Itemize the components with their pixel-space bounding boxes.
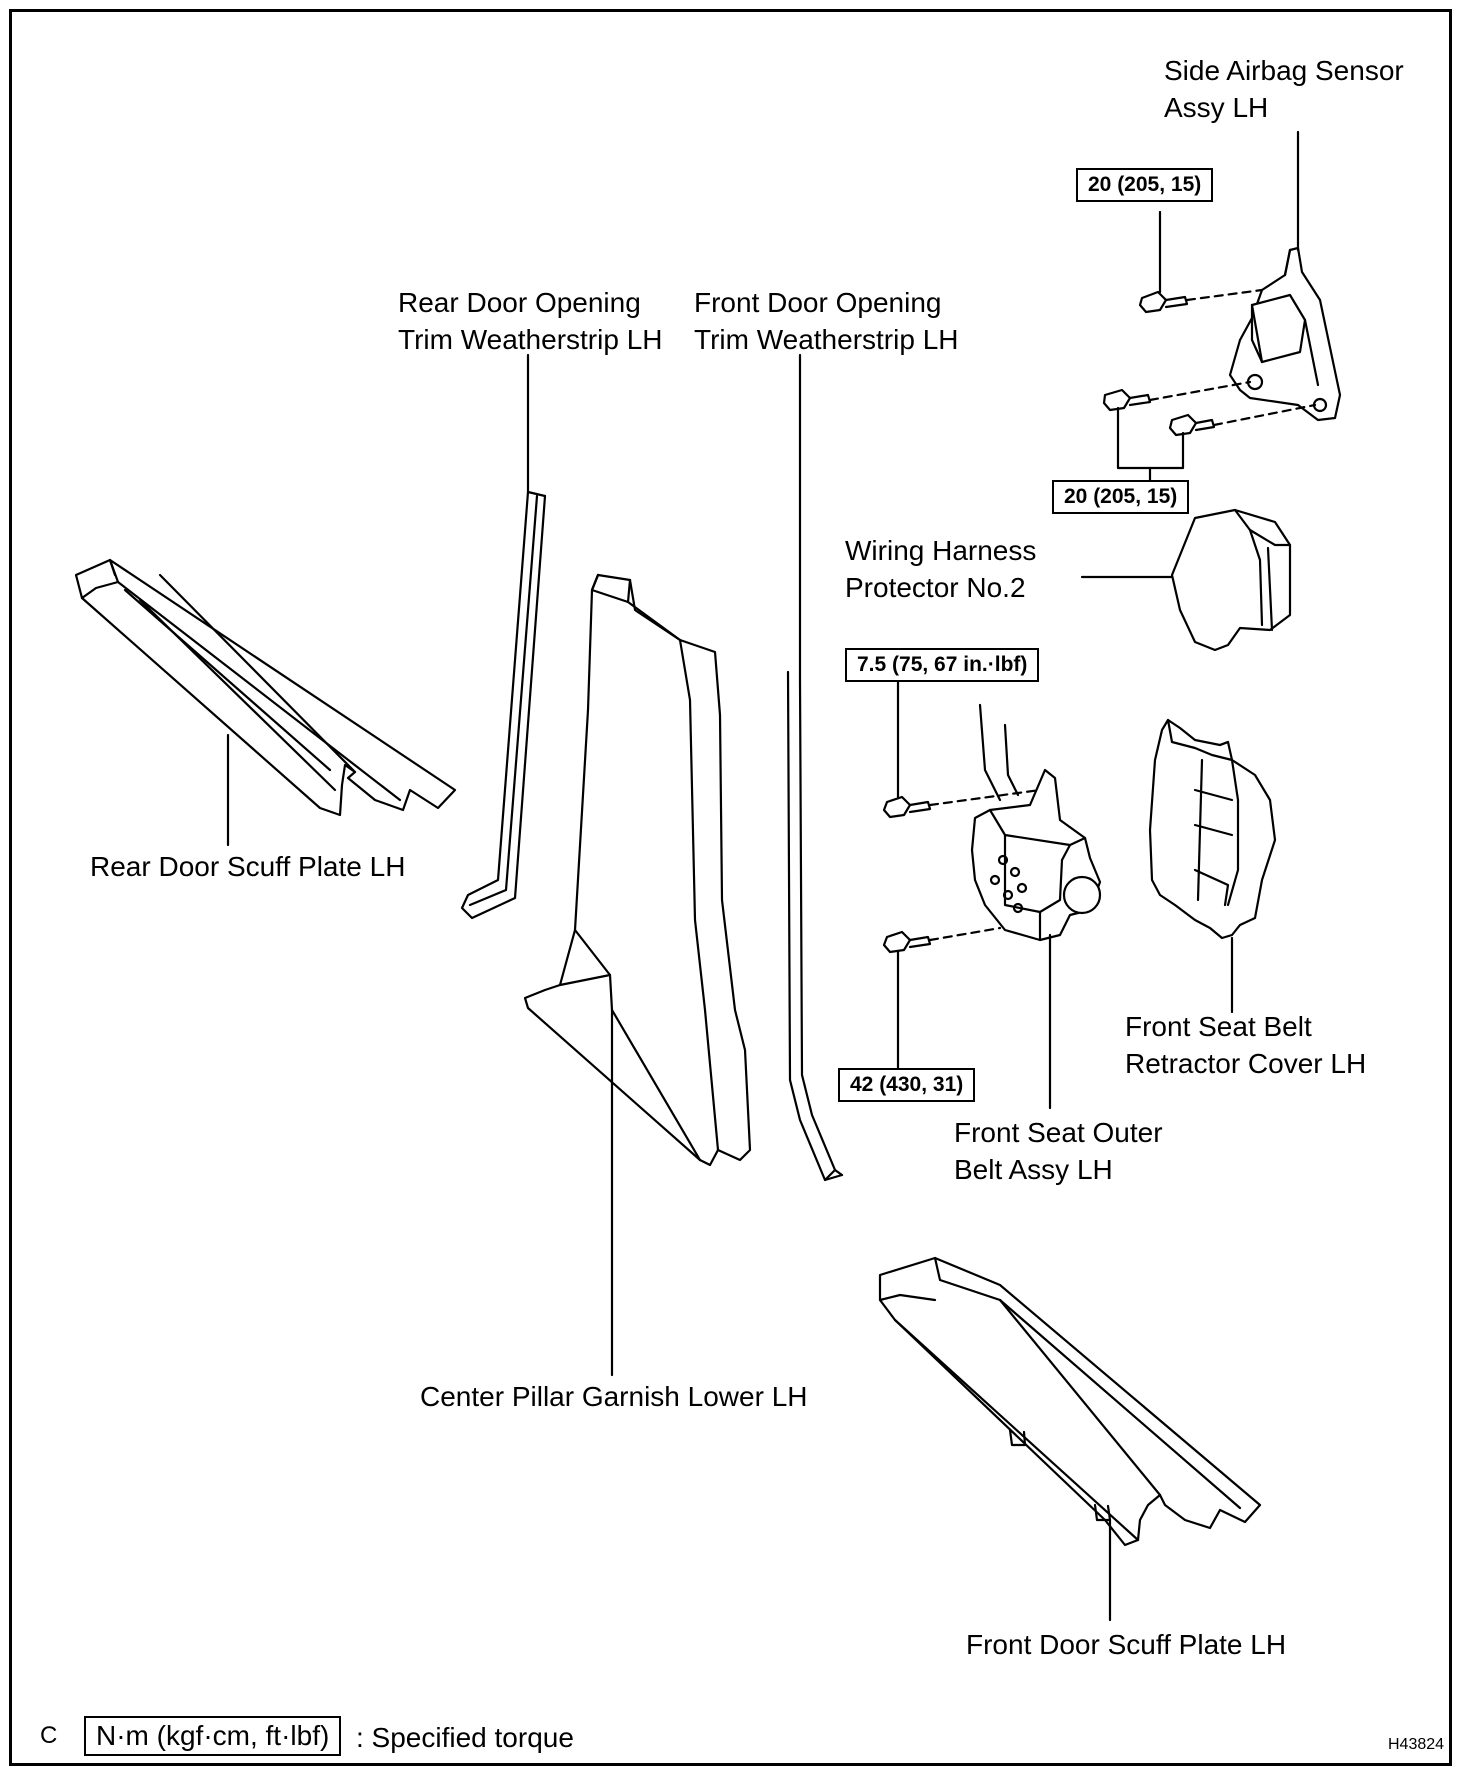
side-airbag-sensor-drawing (1228, 246, 1342, 422)
front-door-scuff-plate-drawing (878, 1256, 1262, 1547)
label-outer-belt: Front Seat Outer Belt Assy LH (954, 1117, 1163, 1185)
rear-door-scuff-plate-drawing (74, 558, 457, 817)
front-door-weatherstrip-drawing (786, 670, 844, 1182)
torque-airbag-sensor-top: 20 (205, 15) (1076, 168, 1214, 202)
label-center-pillar-garnish: Center Pillar Garnish Lower LH (420, 1381, 808, 1412)
diagram-frame (9, 9, 1452, 1766)
front-seat-outer-belt-drawing (970, 703, 1102, 942)
torque-belt-lower-bolt: 42 (430, 31) (838, 1068, 976, 1102)
airbag-bolt-lower-left (1102, 388, 1152, 412)
belt-bolt-lower (882, 930, 932, 954)
label-front-door-scuff-plate: Front Door Scuff Plate LH (966, 1629, 1287, 1660)
torque-belt-upper-bolt: 7.5 (75, 67 in.·lbf) (845, 648, 1040, 682)
label-side-airbag-sensor: Side Airbag Sensor Assy LH (1164, 55, 1404, 123)
wiring-harness-protector-drawing (1170, 508, 1292, 652)
torque-legend-symbol: N·m (kgf·cm, ft·lbf) (84, 1716, 342, 1756)
belt-bolt-upper (882, 795, 932, 819)
airbag-bolt-lower-right (1168, 413, 1216, 437)
retractor-cover-drawing (1148, 718, 1277, 940)
label-rear-door-scuff-plate: Rear Door Scuff Plate LH (90, 851, 406, 882)
page-letter: C (40, 1722, 58, 1749)
label-rear-door-weatherstrip: Rear Door Opening Trim Weatherstrip LH (398, 287, 663, 355)
rear-door-weatherstrip-drawing (460, 490, 547, 920)
figure-code: H43824 (1388, 1736, 1445, 1753)
label-front-door-weatherstrip: Front Door Opening Trim Weatherstrip LH (694, 287, 959, 355)
torque-airbag-sensor-bottom: 20 (205, 15) (1052, 480, 1190, 514)
label-wiring-harness-protector: Wiring Harness Protector No.2 (845, 535, 1037, 603)
airbag-bolt-top (1138, 290, 1189, 314)
label-retractor-cover: Front Seat Belt Retractor Cover LH (1125, 1011, 1367, 1079)
center-pillar-garnish-drawing (523, 573, 752, 1167)
torque-legend-text: : Specified torque (356, 1722, 574, 1753)
